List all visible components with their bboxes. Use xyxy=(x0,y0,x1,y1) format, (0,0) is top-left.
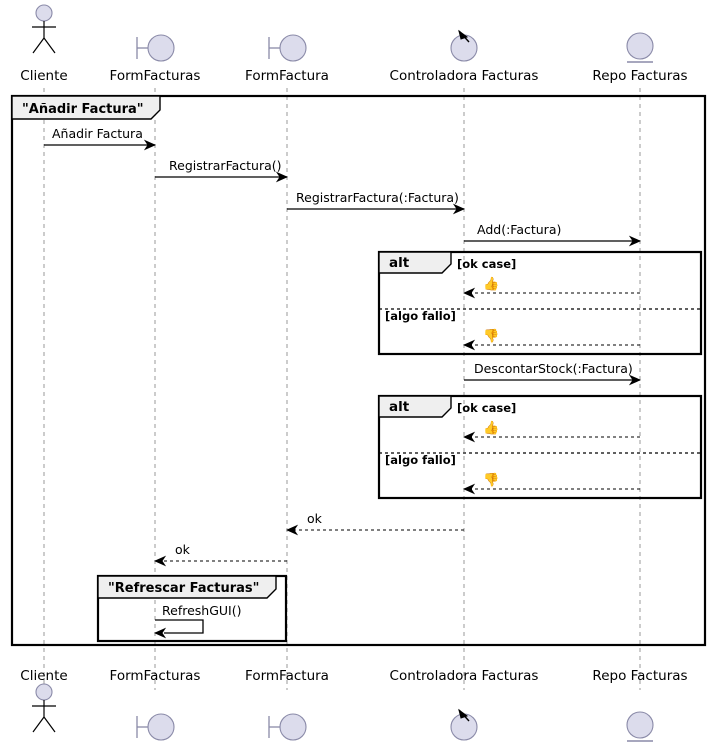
entity-circle-icon xyxy=(626,711,654,739)
message-arrow-0 xyxy=(143,139,156,151)
message-arrow-7 xyxy=(463,431,476,443)
message-arrow-1 xyxy=(275,171,288,183)
alt-frame-2-guard-1: [algo fallo] xyxy=(385,453,456,467)
participants-top[interactable]: Cliente FormFacturas FormFactura Controlado… xyxy=(20,4,688,84)
alt-frame-1-header-tab xyxy=(378,251,452,274)
participants-bottom[interactable]: Cliente FormFacturas FormFactura Controlado… xyxy=(20,668,688,742)
thumbs-down-icon: 👎 xyxy=(483,328,499,344)
alt-frame-1-guard-0: [ok case] xyxy=(457,257,516,271)
message-arrow-4 xyxy=(463,287,476,299)
message-label-1: RegistrarFactura() xyxy=(169,158,282,173)
participant-top-cliente[interactable]: Cliente xyxy=(20,4,68,84)
message-arrow-10 xyxy=(154,555,167,567)
message-label-0: Añadir Factura xyxy=(52,126,143,141)
alt-frame-1-header-label: alt xyxy=(389,255,410,271)
participant-label-top-repo-facturas: Repo Facturas xyxy=(592,68,687,84)
self-messages: RefreshGUI() xyxy=(154,603,241,639)
control-arrow-tail-icon xyxy=(458,709,470,722)
entity-circle-icon xyxy=(626,32,654,60)
group-frame-0 xyxy=(10,94,707,647)
group-frame-3-header-label: "Refrescar Facturas" xyxy=(108,581,259,596)
participant-label-bottom-cliente: Cliente xyxy=(20,668,67,684)
control-circle-icon xyxy=(450,34,478,62)
participant-top-formfactura[interactable]: FormFactura xyxy=(245,34,329,84)
thumbs-up-icon: 👍 xyxy=(483,276,499,292)
self-message-loop-0 xyxy=(155,619,204,634)
actor-leg-right-icon xyxy=(43,716,56,733)
participant-top-controladora-facturas[interactable]: Controladora Facturas xyxy=(390,29,539,84)
participant-label-bottom-controladora-facturas: Controladora Facturas xyxy=(390,668,539,684)
message-label-3: Add(:Factura) xyxy=(477,222,561,237)
message-arrow-6 xyxy=(628,374,641,386)
message-arrow-2 xyxy=(452,203,465,215)
boundary-circle-icon xyxy=(279,34,307,62)
group-frame-3-header-tab xyxy=(97,575,277,599)
self-message-arrow-0 xyxy=(154,627,167,639)
actor-head-icon xyxy=(35,4,53,22)
participant-label-bottom-repo-facturas: Repo Facturas xyxy=(592,668,687,684)
message-label-9: ok xyxy=(307,511,323,526)
alt-frame-2-header-label: alt xyxy=(389,399,410,415)
participant-top-repo-facturas[interactable]: Repo Facturas xyxy=(592,32,688,84)
participant-bottom-formfacturas[interactable]: FormFacturas xyxy=(110,668,201,741)
message-arrow-8 xyxy=(463,483,476,495)
participant-label-top-cliente: Cliente xyxy=(20,68,67,84)
alt-frame-2-header-tab xyxy=(378,395,452,418)
actor-leg-left-icon xyxy=(32,716,45,733)
participant-bottom-cliente[interactable]: Cliente xyxy=(20,668,68,733)
participant-bottom-repo-facturas[interactable]: Repo Facturas xyxy=(592,668,688,742)
message-label-6: DescontarStock(:Factura) xyxy=(474,361,633,376)
boundary-circle-icon xyxy=(147,34,175,62)
actor-leg-right-icon xyxy=(43,37,56,54)
frames: "Añadir Factura" alt [ok case] [algo fallo]… xyxy=(10,94,707,647)
boundary-circle-icon xyxy=(279,713,307,741)
participant-top-formfacturas[interactable]: FormFacturas xyxy=(110,34,201,84)
message-label-10: ok xyxy=(175,542,191,557)
self-message-label-0: RefreshGUI() xyxy=(162,603,241,618)
thumbs-down-icon: 👎 xyxy=(483,472,499,488)
message-arrow-5 xyxy=(463,339,476,351)
participant-label-bottom-formfacturas: FormFacturas xyxy=(110,668,201,684)
participant-label-top-controladora-facturas: Controladora Facturas xyxy=(390,68,539,84)
actor-leg-left-icon xyxy=(32,37,45,54)
group-frame-0-header-tab xyxy=(11,95,161,120)
alt-frame-2-guard-0: [ok case] xyxy=(457,401,516,415)
participant-label-top-formfactura: FormFactura xyxy=(245,68,329,84)
participant-label-top-formfacturas: FormFacturas xyxy=(110,68,201,84)
message-arrow-3 xyxy=(628,235,641,247)
alt-frame-1 xyxy=(377,250,703,356)
message-arrow-9 xyxy=(286,524,299,536)
actor-head-icon xyxy=(35,683,53,701)
lifelines xyxy=(43,88,641,690)
alt-frame-2 xyxy=(377,394,703,500)
group-frame-0-header-label: "Añadir Factura" xyxy=(22,102,144,117)
control-circle-icon xyxy=(450,713,478,741)
participant-bottom-controladora-facturas[interactable]: Controladora Facturas xyxy=(390,668,539,741)
participant-label-bottom-formfactura: FormFactura xyxy=(245,668,329,684)
boundary-circle-icon xyxy=(147,713,175,741)
participant-bottom-formfactura[interactable]: FormFactura xyxy=(245,668,329,741)
thumbs-up-icon: 👍 xyxy=(483,420,499,436)
alt-frame-1-guard-1: [algo fallo] xyxy=(385,309,456,323)
control-arrow-tail-icon xyxy=(458,30,470,43)
message-label-2: RegistrarFactura(:Factura) xyxy=(296,190,459,205)
